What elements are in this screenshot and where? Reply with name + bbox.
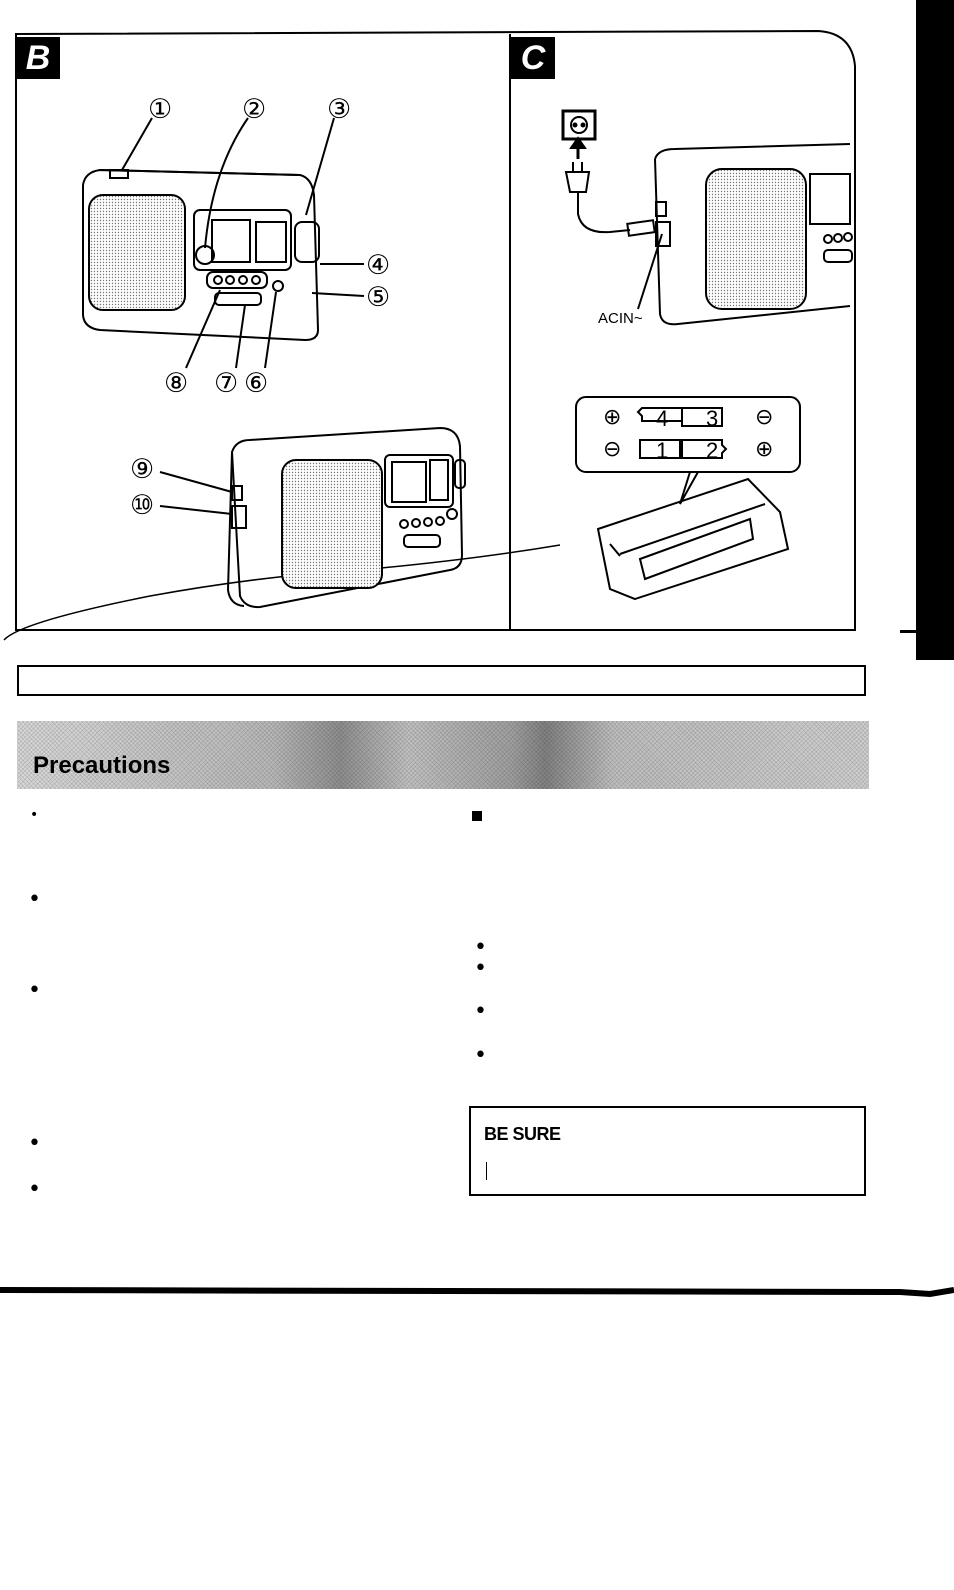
callout-3: ③ [327, 94, 352, 125]
callout-10: ⑩ [130, 490, 155, 521]
callout-6: ⑥ [244, 368, 269, 399]
be-sure-title: BE SURE [484, 1124, 561, 1144]
battery-number-1: 1 [656, 438, 669, 463]
radio-front-illustration [82, 117, 466, 609]
panel-b-label: B [16, 37, 60, 79]
bullet-left-2: • [28, 887, 41, 912]
bullet-left-5: • [28, 1177, 41, 1202]
polarity-plus-top-left: ⊕ [603, 405, 622, 430]
precautions-header-band [17, 721, 869, 789]
battery-number-2: 2 [706, 438, 719, 463]
polarity-minus-bottom-left: ⊖ [603, 437, 622, 462]
panel-c-label: C [511, 37, 555, 79]
callout-8: ⑧ [164, 368, 189, 399]
power-and-battery-illustration [561, 109, 853, 601]
be-sure-mark [486, 1162, 487, 1180]
bullet-right-4: • [474, 1043, 487, 1068]
battery-number-3: 3 [706, 406, 719, 431]
bullet-right-2: • [474, 956, 487, 981]
callout-7: ⑦ [214, 368, 239, 399]
precautions-title: Precautions [33, 752, 171, 779]
polarity-plus-bottom-right: ⊕ [755, 437, 774, 462]
polarity-minus-top-right: ⊖ [755, 405, 774, 430]
battery-number-4: 4 [656, 406, 669, 431]
bullet-right-3: • [474, 999, 487, 1024]
square-bullet-right [472, 811, 482, 821]
callout-1: ① [148, 94, 173, 125]
bullet-left-1: • [30, 807, 39, 823]
bullet-right-1: • [474, 935, 487, 960]
callout-4: ④ [366, 250, 391, 281]
callout-9: ⑨ [130, 454, 155, 485]
callout-2: ② [242, 94, 267, 125]
bullet-left-4: • [28, 1131, 41, 1156]
blank-title-box [17, 665, 866, 696]
be-sure-box [469, 1106, 866, 1196]
page-bottom-rule [0, 1287, 954, 1298]
figure-frame [3, 0, 954, 660]
bullet-left-3: • [28, 978, 41, 1003]
callout-5: ⑤ [366, 282, 391, 313]
ac-in-label: ACIN~ [598, 310, 643, 327]
